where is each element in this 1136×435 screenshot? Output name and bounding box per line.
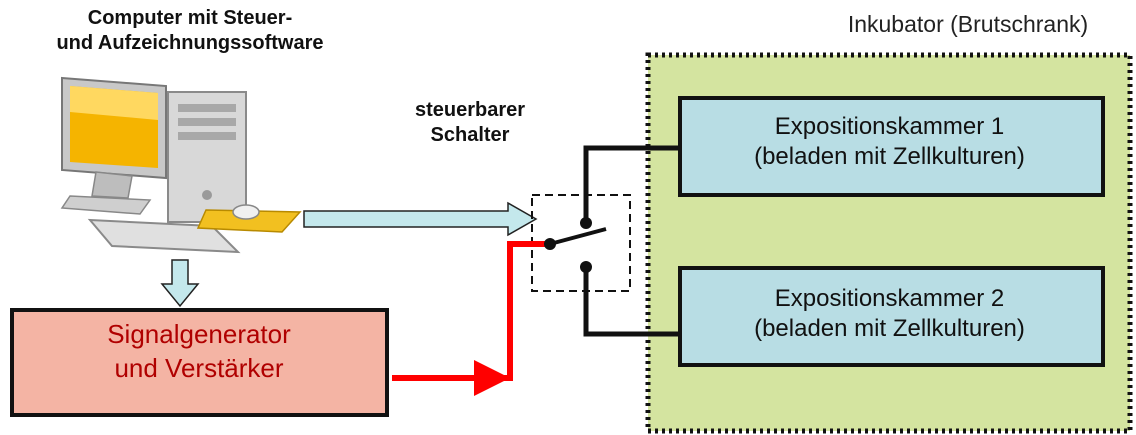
chamber-2-label: Expositionskammer 2 (beladen mit Zellkul… <box>682 284 1097 344</box>
signal-line <box>392 241 550 381</box>
computer-label-line-2: und Aufzeichnungssoftware <box>56 32 324 54</box>
switch-lever <box>549 227 607 246</box>
chamber-2-label-line-1: Expositionskammer 2 <box>774 285 1005 312</box>
generator-label-line-1: Signalgenerator <box>107 319 291 349</box>
chamber-1-label: Expositionskammer 1 (beladen mit Zellkul… <box>682 112 1097 172</box>
switch-contact-1 <box>580 217 592 229</box>
down-arrow <box>160 259 200 308</box>
control-arrow <box>303 201 538 237</box>
chamber-2-box <box>678 266 1105 367</box>
chamber-1-box <box>678 96 1105 197</box>
switch-label: steuerbarer Schalter <box>395 98 545 148</box>
wire-chamber-2 <box>583 267 680 337</box>
switch-contact-input <box>544 238 556 250</box>
generator-box <box>10 308 389 417</box>
wire-chamber-1 <box>583 145 680 223</box>
switch-contact-2 <box>580 261 592 273</box>
chamber-2-label-line-2: (beladen mit Zellkulturen) <box>754 315 1025 342</box>
incubator-label: Inkubator (Brutschrank) <box>847 11 1089 37</box>
computer-label: Computer mit Steuer- und Aufzeichnungsso… <box>20 6 360 56</box>
switch-label-line-2: Schalter <box>430 124 510 146</box>
computer-icon <box>60 76 302 254</box>
chamber-1-label-line-1: Expositionskammer 1 <box>774 113 1005 140</box>
chamber-1-label-line-2: (beladen mit Zellkulturen) <box>754 143 1025 170</box>
signal-arrowhead <box>474 360 510 396</box>
computer-label-line-1: Computer mit Steuer- <box>87 7 293 29</box>
generator-label-line-2: und Verstärker <box>114 352 284 383</box>
switch-label-line-1: steuerbarer <box>414 99 526 121</box>
generator-label: Signalgenerator und Verstärker <box>14 318 384 386</box>
